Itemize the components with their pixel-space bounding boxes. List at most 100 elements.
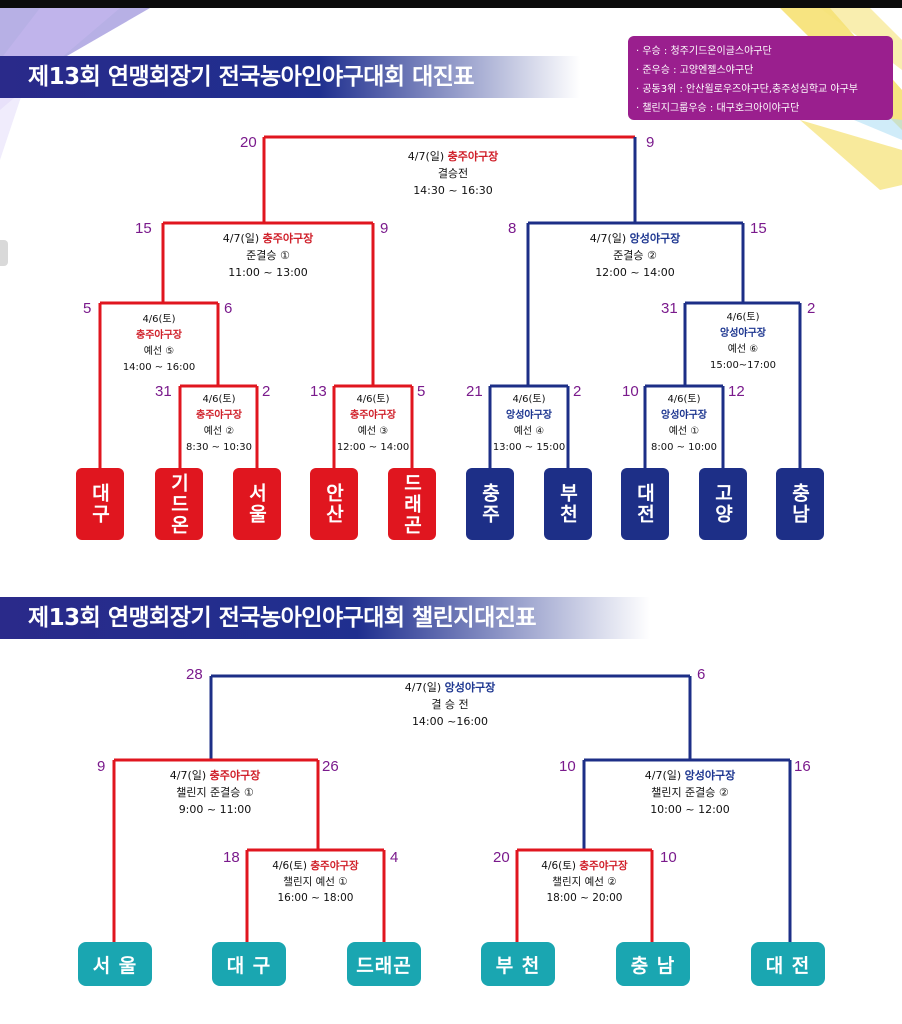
- c-p2-line: [515, 848, 654, 942]
- c-final-info: 4/7(일) 앙성야구장 결 승 전 14:00 ~16:00: [380, 679, 520, 730]
- p2-time: 8:30 ~ 10:30: [185, 442, 252, 453]
- c-p2-score-left: 20: [493, 849, 510, 866]
- semi1-time: 11:00 ~ 13:00: [228, 266, 308, 279]
- p2-venue: 충주야구장: [196, 410, 242, 421]
- p3-line: [332, 384, 414, 468]
- p6-name: 예선 ⑥: [727, 344, 759, 355]
- c-semi1-score-right: 26: [322, 758, 339, 775]
- final-info: 4/7(일) 충주야구장 결승전 14:30 ~ 16:30: [383, 148, 523, 199]
- c-final-name: 결 승 전: [431, 698, 469, 711]
- p4-score-right: 2: [573, 383, 582, 400]
- semi2-venue: 앙성야구장: [629, 232, 681, 245]
- c-semi1-info: 4/7(일) 충주야구장 챌린지 준결승 ① 9:00 ~ 11:00: [145, 767, 285, 818]
- main-bracket-lines: [98, 135, 802, 468]
- p1-info: 4/6(토) 앙성야구장 예선 ① 8:00 ~ 10:00: [646, 392, 722, 456]
- p5-line: [98, 303, 257, 468]
- semi2-time: 12:00 ~ 14:00: [595, 266, 675, 279]
- p3-info: 4/6(토) 충주야구장 예선 ③ 12:00 ~ 14:00: [335, 392, 411, 456]
- c-final-score-left: 28: [186, 666, 203, 683]
- p6-score-right: 2: [807, 300, 816, 317]
- team-dragon: 드래곤: [388, 468, 436, 540]
- p1-date: 4/6(토): [667, 394, 701, 405]
- main-title: 제13회 연맹회장기 전국농아인야구대회 대진표: [0, 56, 580, 98]
- c-final-venue: 앙성야구장: [444, 681, 496, 694]
- p3-time: 12:00 ~ 14:00: [336, 442, 410, 453]
- c-team-daejeon: 대 전: [751, 942, 825, 986]
- p5-info: 4/6(토) 충주야구장 예선 ⑤ 14:00 ~ 16:00: [112, 312, 206, 376]
- c-team-seoul: 서 울: [78, 942, 152, 986]
- p6-time: 15:00~17:00: [709, 360, 776, 371]
- semi1-date: 4/7(일): [222, 232, 260, 245]
- p2-info: 4/6(토) 충주야구장 예선 ② 8:30 ~ 10:30: [181, 392, 257, 456]
- team-seoul: 서울: [233, 468, 281, 540]
- side-tab: [0, 240, 8, 266]
- p2-date: 4/6(토): [202, 394, 236, 405]
- legend-runner-up: · 준우승 : 고양엔젤스야구단: [636, 65, 754, 76]
- c-p2-score-right: 10: [660, 849, 677, 866]
- p6-venue: 앙성야구장: [720, 328, 766, 339]
- c-p1-name: 챌린지 예선 ①: [283, 876, 348, 888]
- team-daejeon: 대전: [621, 468, 669, 540]
- final-line-right: [528, 137, 743, 225]
- p1-time: 8:00 ~ 10:00: [650, 442, 717, 453]
- p4-name: 예선 ④: [513, 426, 545, 437]
- final-score-right: 9: [646, 134, 655, 151]
- final-score-left: 20: [240, 134, 257, 151]
- c-final-score-right: 6: [697, 666, 706, 683]
- c-semi1-time: 9:00 ~ 11:00: [178, 803, 252, 816]
- p4-info: 4/6(토) 앙성야구장 예선 ④ 13:00 ~ 15:00: [491, 392, 567, 456]
- final-line-left: [163, 137, 373, 225]
- c-semi1-venue: 충주야구장: [209, 769, 261, 782]
- c-p2-venue: 충주야구장: [579, 860, 628, 872]
- legend-winner: · 우승 : 청주기드온이글스야구단: [636, 46, 772, 57]
- final-venue: 충주야구장: [447, 150, 499, 163]
- c-semi2-score-right: 16: [794, 758, 811, 775]
- c-p2-time: 18:00 ~ 20:00: [546, 892, 623, 904]
- c-semi2-score-left: 10: [559, 758, 576, 775]
- p4-venue: 앙성야구장: [506, 410, 552, 421]
- c-semi2-name: 챌린지 준결승 ②: [651, 786, 729, 799]
- p1-score-right: 12: [728, 383, 745, 400]
- c-team-daegu: 대 구: [212, 942, 286, 986]
- p3-name: 예선 ③: [357, 426, 389, 437]
- p1-venue: 앙성야구장: [661, 410, 707, 421]
- p2-score-right: 2: [262, 383, 271, 400]
- team-goyang: 고양: [699, 468, 747, 540]
- c-semi1-score-left: 9: [97, 758, 106, 775]
- p5-date: 4/6(토): [142, 314, 176, 325]
- c-p1-info: 4/6(토) 충주야구장 챌린지 예선 ① 16:00 ~ 18:00: [253, 858, 378, 906]
- c-team-dragon: 드래곤: [347, 942, 421, 986]
- c-semi1-date: 4/7(일): [169, 769, 207, 782]
- p2-name: 예선 ②: [203, 426, 235, 437]
- p3-venue: 충주야구장: [350, 410, 396, 421]
- team-daegu: 대구: [76, 468, 124, 540]
- semi2-score-left: 8: [508, 220, 517, 237]
- semi2-date: 4/7(일): [589, 232, 627, 245]
- final-time: 14:30 ~ 16:30: [413, 184, 493, 197]
- p3-date: 4/6(토): [356, 394, 390, 405]
- semi2-line: [526, 223, 745, 386]
- c-semi1-name: 챌린지 준결승 ①: [176, 786, 254, 799]
- p5-score-right: 6: [224, 300, 233, 317]
- p6-line: [683, 301, 802, 468]
- challenge-title: 제13회 연맹회장기 전국농아인야구대회 챌린지대진표: [0, 597, 650, 639]
- c-p2-date: 4/6(토): [541, 860, 577, 872]
- p1-name: 예선 ①: [668, 426, 700, 437]
- team-chungju: 충주: [466, 468, 514, 540]
- p1-score-left: 10: [622, 383, 639, 400]
- c-p1-venue: 충주야구장: [310, 860, 359, 872]
- semi2-name: 준결승 ②: [613, 249, 657, 262]
- legend-challenge-winner: · 챌린지그룹우승 : 대구호크아이야구단: [636, 103, 800, 114]
- team-gideon: 기드온: [155, 468, 203, 540]
- p4-time: 13:00 ~ 15:00: [492, 442, 566, 453]
- c-semi2-time: 10:00 ~ 12:00: [650, 803, 730, 816]
- c-semi1-line: [112, 758, 320, 942]
- p5-name: 예선 ⑤: [143, 346, 175, 357]
- c-semi2-line: [582, 758, 792, 942]
- c-team-bucheon: 부 천: [481, 942, 555, 986]
- c-final-time: 14:00 ~16:00: [411, 715, 489, 728]
- c-final-line: [209, 674, 692, 760]
- semi2-score-right: 15: [750, 220, 767, 237]
- p2-score-left: 31: [155, 383, 172, 400]
- p6-score-left: 31: [661, 300, 678, 317]
